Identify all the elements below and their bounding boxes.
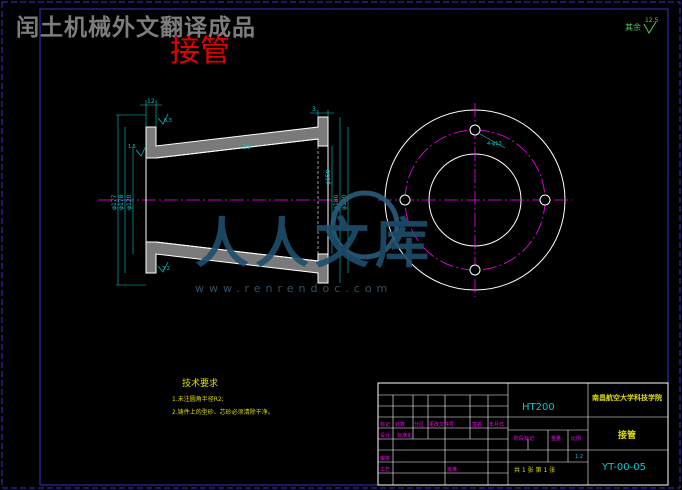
part-title: 接管 (170, 34, 230, 69)
dim-label: 15 (243, 144, 251, 151)
scale-value: 1:2 (575, 454, 583, 460)
dim-label: 3 (312, 106, 316, 113)
roughness-mark: 6.3 (164, 118, 172, 124)
watermark: 人人文库 www.renrendoc.com (195, 190, 435, 295)
upper-wall (145, 116, 329, 159)
dim-label: 12 (147, 98, 155, 105)
row-label: 工艺 (380, 467, 390, 473)
roughness-mark: 1.5 (128, 144, 136, 150)
stage-label: 阶段标记 (514, 435, 534, 442)
dim-label: φ180 (333, 194, 340, 210)
row-label: 审核 (380, 455, 390, 462)
title-block: HT200 南昌航空大学科技学院 接管 YT-00-05 标记 处数 分区 更改… (377, 382, 669, 486)
col-label: 标记 (380, 421, 390, 428)
col-label: 更改文件号 (429, 421, 454, 428)
tech-item: 1.未注圆角半径R2; (172, 395, 224, 403)
roughness-value: 12.5 (645, 17, 659, 24)
school-name: 南昌航空大学科技学院 (592, 393, 662, 402)
dim-label: φ177 (111, 194, 118, 210)
bolt-hole (539, 194, 551, 206)
roughness-label: 其余 (625, 22, 641, 32)
drawing-number: YT-00-05 (601, 462, 646, 473)
col-label: 处数 (395, 421, 405, 428)
dim-label: φ120 (126, 194, 133, 210)
bore-line-bottom (155, 241, 319, 262)
tech-title: 技术要求 (182, 377, 218, 389)
weight-label: 重量 (551, 435, 561, 442)
watermark-url: www.renrendoc.com (195, 282, 392, 295)
sheet-count: 共 1 张 第 1 张 (514, 466, 555, 474)
scale-label: 比例 (571, 435, 581, 442)
tech-item: 2.铸件上的型砂、芯砂必须清除干净。 (172, 408, 274, 416)
material-text: HT200 (522, 402, 555, 413)
watermark-text: 人人文库 (195, 212, 435, 275)
bore-line-top (155, 138, 319, 159)
col-label: 分区 (414, 421, 424, 428)
col-label: 签名 (472, 421, 482, 428)
roughness-symbol: 其余 12.5 (625, 17, 659, 34)
banner-text: 闰土机械外文翻译成品 (16, 15, 256, 41)
tech-requirements: 技术要求 1.未注圆角半径R2; 2.铸件上的型砂、芯砂必须清除干净。 (172, 377, 274, 416)
row-label: 设计 (380, 432, 390, 439)
dim-label: φ150 (325, 169, 332, 185)
lower-wall (145, 241, 329, 284)
bolt-hole (469, 124, 481, 136)
dim-label: 4-φ13 (487, 141, 502, 147)
std-label: 标准化 (397, 432, 412, 439)
bolt-hole (469, 264, 481, 276)
col-label: 年月日 (489, 421, 504, 428)
roughness-mark: 3.2 (162, 266, 170, 272)
part-name: 接管 (618, 429, 636, 441)
approve-label: 批准 (447, 466, 457, 473)
dim-label: φ178 (118, 194, 125, 210)
bolt-hole (399, 194, 411, 206)
